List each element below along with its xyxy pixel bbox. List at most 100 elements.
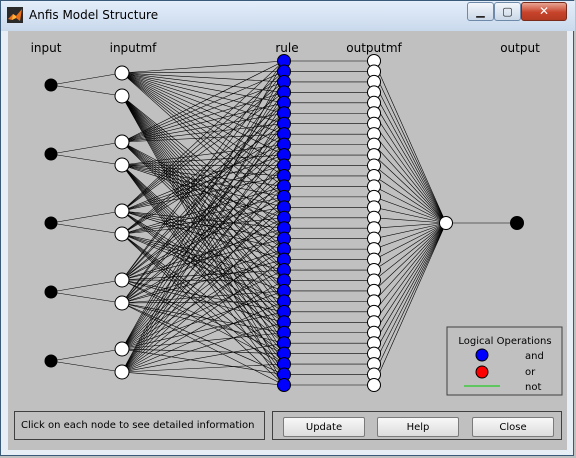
inputmf-node[interactable] xyxy=(114,295,130,311)
edge-mf-rule xyxy=(121,279,285,313)
edge-outputmf-agg xyxy=(373,222,447,365)
edge-mf-rule xyxy=(121,72,285,208)
edge-mf-rule xyxy=(121,95,285,313)
edge-mf-rule xyxy=(121,348,285,375)
edge-mf-rule xyxy=(121,141,285,260)
output-node[interactable] xyxy=(510,216,524,230)
edge-mf-rule xyxy=(121,72,285,198)
edge-mf-rule xyxy=(121,280,285,373)
edge-mf-rule xyxy=(121,332,285,350)
edge-mf-rule xyxy=(121,175,285,304)
maximize-button[interactable]: ▢ xyxy=(494,2,521,21)
edge-mf-rule xyxy=(121,164,285,365)
edge-mf-rule xyxy=(121,72,285,187)
edge-mf-rule xyxy=(121,186,285,281)
edge-outputmf-agg xyxy=(373,222,447,313)
title-bar[interactable]: Anfis Model Structure ▁ ▢ ✕ xyxy=(1,1,575,31)
input-node[interactable] xyxy=(44,354,58,368)
close-window-button[interactable]: ✕ xyxy=(521,2,567,21)
update-button[interactable]: Update xyxy=(283,417,365,437)
edge-mf-rule xyxy=(121,72,285,156)
edge-outputmf-agg xyxy=(373,113,447,224)
edge-mf-rule xyxy=(121,102,285,235)
edge-mf-rule xyxy=(121,279,285,365)
input-node[interactable] xyxy=(44,78,58,92)
edge-mf-rule xyxy=(121,92,285,304)
edge-mf-rule xyxy=(121,233,285,354)
edge-outputmf-agg xyxy=(373,222,447,292)
edge-mf-rule xyxy=(121,210,285,313)
maximize-icon: ▢ xyxy=(502,5,513,18)
edge-outputmf-agg xyxy=(373,186,447,224)
input-node[interactable] xyxy=(44,285,58,299)
edge-mf-rule xyxy=(121,290,285,350)
edge-mf-rule xyxy=(121,141,285,250)
edge-mf-rule xyxy=(121,141,285,292)
status-box: Click on each node to see detailed infor… xyxy=(14,411,265,440)
minimize-icon: ▁ xyxy=(476,5,485,18)
edge-outputmf-agg xyxy=(373,71,447,224)
legend-and-label: and xyxy=(525,351,544,362)
edge-mf-rule xyxy=(121,95,285,281)
edge-mf-rule xyxy=(121,72,285,83)
inputmf-node[interactable] xyxy=(114,65,130,81)
edge-outputmf-agg xyxy=(373,154,447,224)
layer-label-rule: rule xyxy=(275,41,298,55)
edge-mf-rule xyxy=(121,113,285,281)
edge-mf-rule xyxy=(121,164,285,333)
edge-mf-rule xyxy=(121,301,285,304)
close-icon: ✕ xyxy=(538,4,550,18)
help-button[interactable]: Help xyxy=(377,417,459,437)
edge-mf-rule xyxy=(121,95,285,250)
edge-mf-rule xyxy=(121,233,285,281)
input-node[interactable] xyxy=(44,147,58,161)
inputmf-node[interactable] xyxy=(114,88,130,104)
edge-mf-rule xyxy=(121,72,285,166)
edge-mf-rule xyxy=(121,95,285,323)
inputmf-node[interactable] xyxy=(114,226,130,242)
edge-outputmf-agg xyxy=(373,144,447,224)
layer-label-inputmf: inputmf xyxy=(110,41,158,55)
edge-mf-rule xyxy=(121,279,285,323)
edge-mf-rule xyxy=(121,95,285,333)
edge-mf-rule xyxy=(121,60,285,74)
edge-outputmf-agg xyxy=(373,222,447,239)
edge-outputmf-agg xyxy=(373,222,447,354)
edge-mf-rule xyxy=(121,342,285,373)
edge-mf-rule xyxy=(121,164,285,344)
inputmf-node[interactable] xyxy=(114,134,130,150)
edge-mf-rule xyxy=(121,95,285,229)
close-button[interactable]: Close xyxy=(472,417,554,437)
edge-mf-rule xyxy=(121,95,285,344)
outputmf-node[interactable] xyxy=(367,378,381,392)
edge-outputmf-agg xyxy=(373,207,447,224)
inputmf-node[interactable] xyxy=(114,364,130,380)
legend-title: Logical Operations xyxy=(458,336,551,347)
edge-mf-rule xyxy=(121,72,285,114)
edge-input-mf xyxy=(50,72,123,86)
inputmf-node[interactable] xyxy=(114,203,130,219)
input-node[interactable] xyxy=(44,216,58,230)
aggregation-node[interactable] xyxy=(439,216,453,230)
edge-mf-rule xyxy=(121,210,285,323)
inputmf-node[interactable] xyxy=(114,272,130,288)
edge-outputmf-agg xyxy=(373,165,447,224)
edge-mf-rule xyxy=(121,95,285,365)
inputmf-node[interactable] xyxy=(114,341,130,357)
edge-mf-rule xyxy=(121,348,285,354)
inputmf-node[interactable] xyxy=(114,157,130,173)
edge-input-mf xyxy=(50,141,123,155)
edge-mf-rule xyxy=(121,60,285,212)
edge-mf-rule xyxy=(121,302,285,386)
edge-outputmf-agg xyxy=(373,222,447,333)
edge-outputmf-agg xyxy=(373,222,447,250)
edge-mf-rule xyxy=(121,71,285,74)
minimize-button[interactable]: ▁ xyxy=(467,2,494,21)
edge-outputmf-agg xyxy=(373,222,447,229)
status-text: Click on each node to see detailed infor… xyxy=(21,420,255,431)
edge-outputmf-agg xyxy=(373,222,447,260)
edge-mf-rule xyxy=(121,133,285,304)
rule-node[interactable] xyxy=(277,378,291,392)
edge-outputmf-agg xyxy=(373,133,447,224)
